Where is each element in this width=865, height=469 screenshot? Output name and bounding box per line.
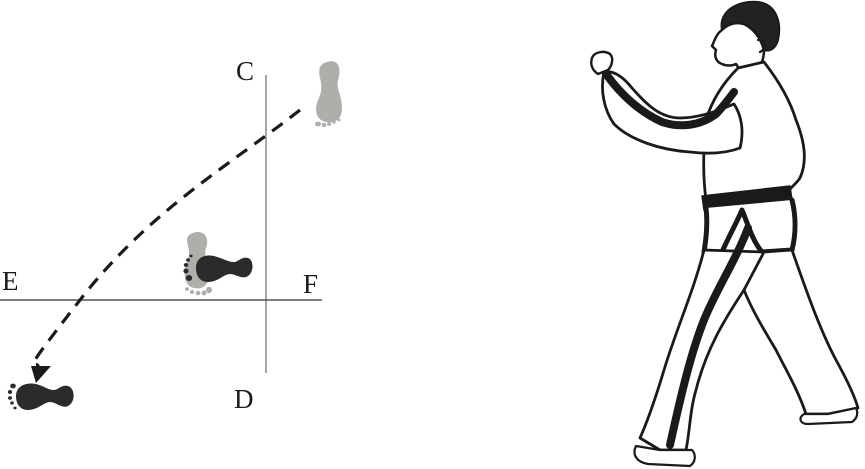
ear (756, 38, 767, 54)
sleeve-stripe (602, 70, 738, 130)
label-e: E (2, 266, 19, 296)
fist (590, 50, 614, 76)
pants-stripe (666, 224, 752, 449)
martial-artist-figure (590, 0, 860, 468)
label-d: D (234, 384, 254, 414)
pants-back-leg (742, 248, 860, 416)
movement-path-dashed (31, 108, 301, 369)
back-foot (799, 406, 859, 426)
footprint-black-center (183, 254, 253, 282)
label-f: F (303, 269, 319, 299)
front-foot (633, 444, 696, 468)
footprint-black-bottom-left (7, 383, 74, 410)
footprint-grey-top-right (315, 61, 342, 128)
arrowhead-icon (31, 366, 51, 383)
label-c: C (236, 56, 255, 86)
pants-front-leg (638, 248, 766, 452)
jacket-sleeve (601, 70, 744, 155)
